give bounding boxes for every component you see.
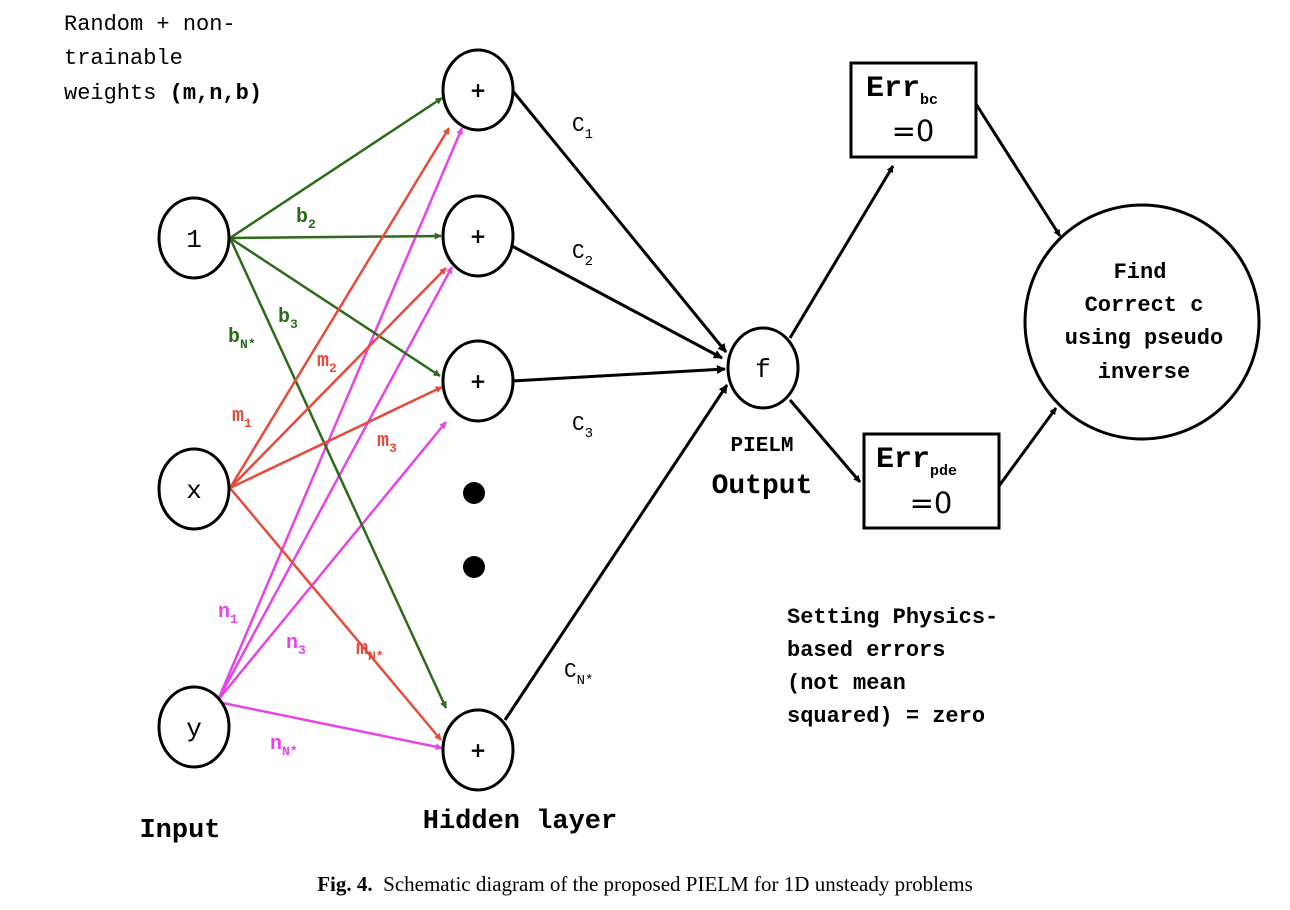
bias-label-b2: b2 (296, 206, 316, 232)
hidden-node-2: + (441, 194, 515, 278)
output-node: f PIELM Output (712, 326, 813, 502)
m-label-m3: m3 (377, 430, 397, 456)
hidden-node-1: + (441, 48, 515, 132)
bias-arrows (228, 96, 448, 709)
input-node-x: x (157, 447, 231, 531)
input-node-1-label: 1 (186, 225, 202, 255)
figure-caption-text: Schematic diagram of the proposed PIELM … (383, 872, 973, 896)
m-label-mn: mN* (356, 638, 384, 664)
err-bc-value: =0 (892, 114, 935, 148)
solver-line1: Find (1114, 260, 1167, 285)
arrow-x-h1 (228, 127, 451, 489)
input-node-y-label: y (186, 714, 202, 744)
c-labels: C1 C2 C3 CN* (564, 115, 593, 689)
input-label: Input (139, 816, 220, 846)
err-pde-title: Errpde (876, 443, 957, 480)
arrow-f-errbc (788, 165, 895, 339)
input-nodes: 1 x y Input (139, 196, 231, 846)
solver-line4: inverse (1098, 360, 1190, 385)
n-label-n1: n1 (218, 601, 238, 627)
hidden-node-3-symbol: + (470, 369, 487, 393)
note-line2: based errors (787, 638, 945, 663)
arrow-1-h2 (229, 232, 442, 240)
bias-labels: b2 b3 bN* (228, 206, 316, 352)
pielm-label: PIELM (730, 435, 793, 458)
note-line1: Setting Physics- (787, 605, 998, 630)
physics-note: Setting Physics- based errors (not mean … (787, 605, 998, 729)
arrow-x-h2 (229, 267, 447, 489)
header-note-line3-plain: weights (64, 81, 170, 106)
figure-caption: Fig. 4. Schematic diagram of the propose… (0, 872, 1290, 897)
arrow-1-h1 (229, 96, 443, 240)
solver-circle: Find Correct c using pseudo inverse (1023, 203, 1261, 441)
m-label-m2: m2 (317, 350, 337, 376)
header-note-line2: trainable (64, 46, 183, 71)
arrow-1-h3 (229, 236, 441, 378)
bias-label-b3: b3 (278, 306, 298, 332)
solver-line3: using pseudo (1065, 326, 1223, 351)
arrow-x-h3 (229, 385, 443, 490)
err-pde-box: Errpde =0 (862, 432, 1001, 530)
m-weight-arrows (228, 127, 451, 741)
bias-label-bn: bN* (228, 326, 256, 352)
input-node-x-label: x (186, 476, 202, 506)
note-line4: squared) = zero (787, 704, 985, 729)
ellipsis-dot-1 (463, 482, 485, 504)
output-label: Output (712, 471, 813, 502)
hidden-node-4: + (441, 708, 515, 792)
note-line3: (not mean (787, 671, 906, 696)
arrow-1-h4 (228, 237, 448, 709)
arrow-h3-f (511, 364, 726, 383)
hidden-node-1-symbol: + (470, 78, 487, 102)
header-note-line1: Random + non- (64, 12, 236, 37)
arrow-f-errpde (788, 399, 862, 483)
error-arrows (788, 103, 1062, 487)
arrow-h2-f (511, 244, 723, 360)
hidden-nodes: + + + + Hidden layer (423, 48, 617, 837)
err-bc-title: Errbc (866, 72, 938, 109)
n-label-nn: nN* (270, 733, 298, 759)
arrow-h4-f (503, 384, 729, 721)
hidden-layer-label: Hidden layer (423, 807, 617, 837)
input-node-1: 1 (157, 196, 231, 280)
arrow-h1-f (510, 89, 728, 353)
err-bc-box: Errbc =0 (849, 61, 978, 159)
arrow-y-h1 (216, 127, 464, 701)
c-arrows (503, 89, 729, 721)
output-node-label: f (755, 355, 771, 385)
arrow-y-h3 (217, 421, 447, 701)
c-label-c1: C1 (572, 115, 593, 143)
err-pde-value: =0 (910, 486, 953, 520)
header-note: Random + non- trainable weights (m,n,b) (64, 12, 262, 106)
arrow-x-h4 (229, 487, 442, 741)
arrow-y-h2 (216, 266, 454, 701)
n-labels: n1 n3 nN* (218, 601, 306, 759)
c-label-cn: CN* (564, 661, 593, 689)
arrow-y-h4 (217, 700, 443, 751)
ellipsis-dot-2 (463, 556, 485, 578)
input-node-y: y (157, 685, 231, 769)
solver-line2: Correct c (1085, 293, 1204, 318)
pielm-diagram: Random + non- trainable weights (m,n,b) … (64, 12, 1261, 846)
c-label-c3: C3 (572, 414, 593, 442)
n-label-n3: n3 (286, 632, 306, 658)
hidden-node-4-symbol: + (470, 738, 487, 762)
hidden-node-2-symbol: + (470, 224, 487, 248)
hidden-node-3: + (441, 339, 515, 423)
c-label-c2: C2 (572, 242, 593, 270)
m-label-m1: m1 (232, 405, 252, 431)
arrow-errbc-solver (974, 103, 1062, 237)
arrow-errpde-solver (997, 407, 1058, 487)
header-note-line3: weights (m,n,b) (64, 81, 262, 106)
n-weight-arrows (216, 127, 464, 751)
m-labels: m1 m2 m3 mN* (232, 350, 397, 664)
figure-caption-label: Fig. 4. (317, 872, 373, 896)
header-note-line3-bold: (m,n,b) (170, 81, 262, 106)
